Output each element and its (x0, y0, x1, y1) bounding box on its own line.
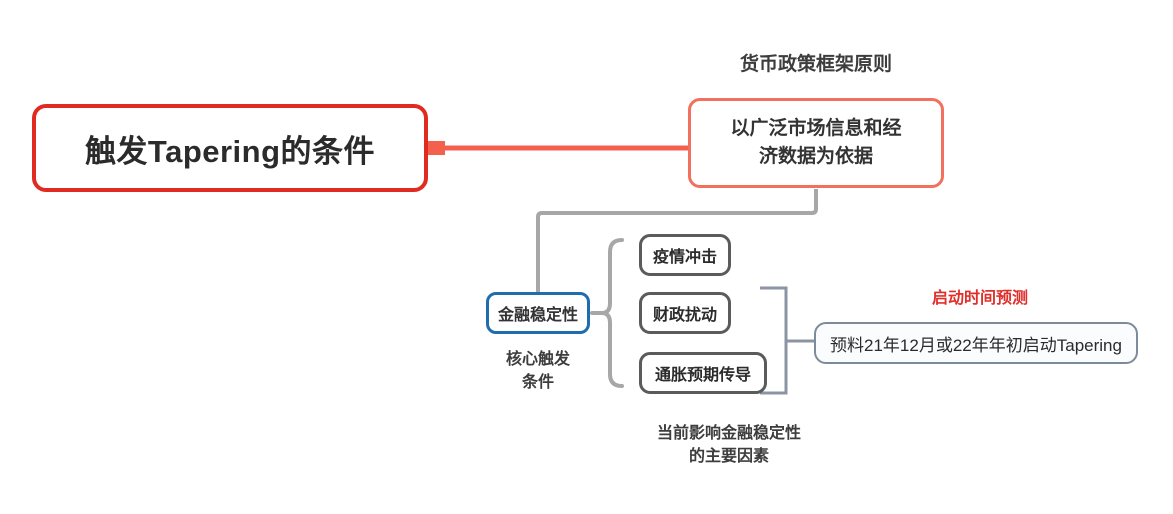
principle-caption: 货币政策框架原则 (739, 54, 892, 75)
forecast-node-label: 预料21年12月或22年年初启动Tapering (830, 335, 1122, 355)
stability-node[interactable]: 金融稳定性 (486, 292, 590, 334)
forecast-caption: 启动时间预测 (931, 290, 1028, 307)
factor-node-0-label: 疫情冲击 (652, 249, 717, 266)
root-node[interactable]: 触发Tapering的条件 (32, 104, 428, 192)
factor-node-2[interactable]: 通胀预期传导 (639, 352, 767, 394)
factor-node-1-label: 财政扰动 (652, 307, 717, 324)
factor-node-1[interactable]: 财政扰动 (639, 292, 731, 334)
factors-caption: 当前影响金融稳定性 的主要因素 (656, 425, 801, 466)
forecast-node[interactable]: 预料21年12月或22年年初启动Tapering (814, 322, 1138, 364)
root-node-label: 触发Tapering的条件 (84, 133, 376, 169)
principle-node-label: 以广泛市场信息和经 济数据为依据 (730, 117, 902, 168)
stability-node-label: 金融稳定性 (497, 307, 578, 324)
factor-node-2-label: 通胀预期传导 (654, 367, 751, 384)
factor-node-0[interactable]: 疫情冲击 (639, 234, 731, 276)
principle-node[interactable]: 以广泛市场信息和经 济数据为依据 (688, 98, 944, 188)
arrowhead-root (428, 141, 445, 155)
brace-stability-to-factors (600, 238, 624, 388)
stability-caption: 核心触发 条件 (505, 351, 570, 392)
